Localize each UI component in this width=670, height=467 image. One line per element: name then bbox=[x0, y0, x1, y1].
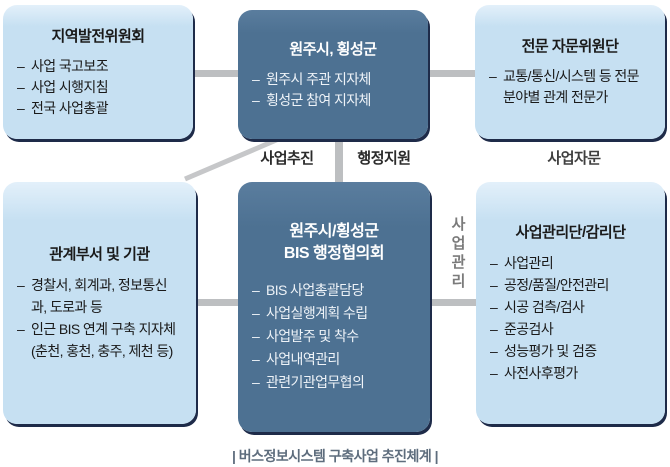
list-item: 원주시 주관 지자체 bbox=[252, 69, 414, 90]
box-cities-list: 원주시 주관 지자체 횡성군 참여 지자체 bbox=[252, 69, 414, 111]
list-item: 준공검사 bbox=[490, 318, 651, 340]
box-council-title-line2: BIS 행정협의회 bbox=[283, 244, 385, 262]
box-supervision-group: 사업관리단/감리단 사업관리 공정/품질/안전관리 시공 검측/검사 준공검사 … bbox=[476, 182, 665, 424]
connector-related-to-council bbox=[196, 299, 238, 306]
label-business-advice: 사업자문 bbox=[547, 150, 601, 167]
box-council-title-line1: 원주시/횡성군 bbox=[289, 222, 379, 240]
box-regional-title: 지역발전위원회 bbox=[51, 27, 145, 45]
list-item: 사업발주 및 착수 bbox=[252, 325, 416, 348]
box-regional-committee: 지역발전위원회 사업 국고보조 사업 시행지침 전국 사업총괄 bbox=[3, 5, 193, 139]
list-item: 경찰서, 회계과, 정보통신과, 도로과 등 bbox=[17, 274, 182, 318]
box-bis-council: 원주시/횡성군 BIS 행정협의회 BIS 사업총괄담당 사업실행계획 수립 사… bbox=[238, 182, 430, 432]
box-supervision-title: 사업관리단/감리단 bbox=[515, 224, 626, 241]
box-supervision-list: 사업관리 공정/품질/안전관리 시공 검측/검사 준공검사 성능평가 및 검증 … bbox=[490, 252, 651, 384]
list-item: 공정/품질/안전관리 bbox=[490, 274, 651, 296]
box-advisory-group: 전문 자문위원단 교통/통신/시스템 등 전문분야별 관계 전문가 bbox=[475, 5, 665, 139]
list-item: 전국 사업총괄 bbox=[17, 98, 179, 119]
box-related-title: 관계부서 및 기관 bbox=[49, 246, 150, 263]
connector-cities-to-council bbox=[335, 139, 343, 183]
list-item: 횡성군 참여 지자체 bbox=[252, 90, 414, 111]
connector-regional-to-cities bbox=[193, 70, 238, 77]
connector-council-to-supervision bbox=[430, 299, 477, 306]
list-item: 교통/통신/시스템 등 전문분야별 관계 전문가 bbox=[489, 66, 651, 108]
list-item: 사업 국고보조 bbox=[17, 56, 179, 77]
list-item: 사업실행계획 수립 bbox=[252, 302, 416, 325]
diagram-caption: | 버스정보시스템 구축사업 추진체계 | bbox=[231, 448, 439, 464]
connector-cities-to-advisory bbox=[428, 70, 475, 77]
box-advisory-list: 교통/통신/시스템 등 전문분야별 관계 전문가 bbox=[489, 66, 651, 108]
box-council-list: BIS 사업총괄담당 사업실행계획 수립 사업발주 및 착수 사업내역관리 관련… bbox=[252, 279, 416, 394]
list-item: 사업관리 bbox=[490, 252, 651, 274]
box-related-departments: 관계부서 및 기관 경찰서, 회계과, 정보통신과, 도로과 등 인근 BIS … bbox=[3, 182, 196, 424]
list-item: 인근 BIS 연계 구축 지자체(춘천, 홍천, 충주, 제천 등) bbox=[17, 318, 182, 362]
label-business-management: 사업관리 bbox=[449, 216, 466, 292]
label-business-promotion: 사업추진 bbox=[260, 150, 314, 167]
list-item: 사업 시행지침 bbox=[17, 77, 179, 98]
list-item: 성능평가 및 검증 bbox=[490, 340, 651, 362]
label-admin-support: 행정지원 bbox=[357, 150, 411, 167]
box-advisory-title: 전문 자문위원단 bbox=[521, 38, 619, 55]
box-regional-list: 사업 국고보조 사업 시행지침 전국 사업총괄 bbox=[17, 56, 179, 119]
box-related-list: 경찰서, 회계과, 정보통신과, 도로과 등 인근 BIS 연계 구축 지자체(… bbox=[17, 274, 182, 362]
list-item: BIS 사업총괄담당 bbox=[252, 279, 416, 302]
list-item: 관련기관업무협의 bbox=[252, 371, 416, 394]
box-cities-title: 원주시, 횡성군 bbox=[289, 40, 377, 58]
list-item: 사전사후평가 bbox=[490, 362, 651, 384]
list-item: 사업내역관리 bbox=[252, 348, 416, 371]
list-item: 시공 검측/검사 bbox=[490, 296, 651, 318]
box-council-title: 원주시/횡성군 BIS 행정협의회 bbox=[252, 221, 416, 265]
box-cities: 원주시, 횡성군 원주시 주관 지자체 횡성군 참여 지자체 bbox=[238, 10, 428, 139]
